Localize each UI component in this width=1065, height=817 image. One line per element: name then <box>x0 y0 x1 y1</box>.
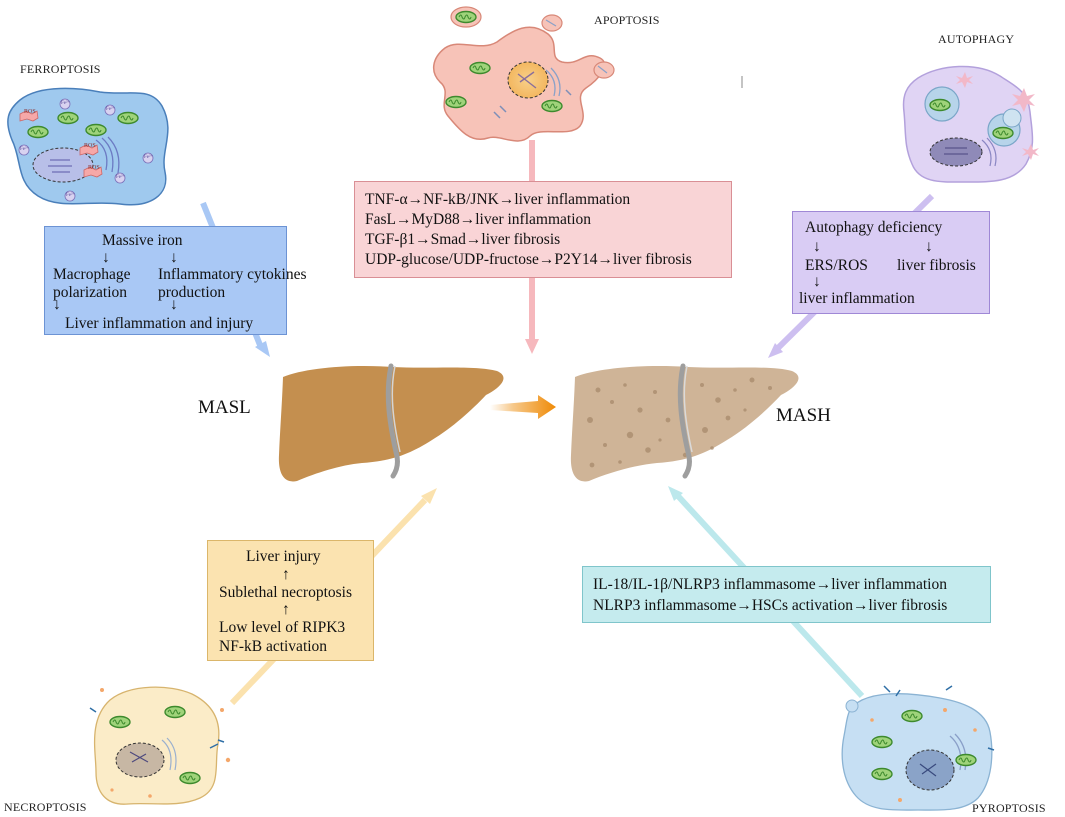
pyroptosis-line-1: IL-18/IL-1β/NLRP3 inflammasome→liver inf… <box>593 576 947 593</box>
fe-mark-5: Fe²⁺ <box>116 175 126 180</box>
liver-fibrosis-text: liver fibrosis <box>897 257 976 274</box>
nfkb-activation-text: NF-kB activation <box>219 638 328 655</box>
liver-injury-text: Liver injury <box>246 548 321 565</box>
arrow-up-2: ↑ <box>282 601 290 618</box>
masl-label: MASL <box>198 397 251 418</box>
ros-mark-3: ROS <box>88 165 100 171</box>
mash-label: MASH <box>776 405 831 426</box>
production-text: production <box>158 284 226 301</box>
arrow-down-3: ↓ <box>53 296 61 313</box>
mash-liver <box>570 363 799 482</box>
autophagy-box: Autophagy deficiency ↓ ↓ ERS/ROS liver f… <box>792 211 990 314</box>
massive-iron-text: Massive iron <box>102 232 183 249</box>
pyroptosis-cell <box>841 685 995 811</box>
autophagy-deficiency-text: Autophagy deficiency <box>805 219 943 236</box>
arrow-down-2: ↓ <box>170 249 178 266</box>
ferroptosis-box: Massive iron ↓ ↓ Macrophage polarization… <box>44 226 307 335</box>
apoptosis-line-4: UDP-glucose/UDP-fructose→P2Y14→liver fib… <box>365 251 692 268</box>
arrow-down-4: ↓ <box>170 296 178 313</box>
arrow-down-5: ↓ <box>813 238 821 255</box>
ripk3-text: Low level of RIPK3 <box>219 619 346 636</box>
pyroptosis-line-2: NLRP3 inflammasome→HSCs activation→liver… <box>593 597 948 614</box>
fe-mark-2: Fe²⁺ <box>106 107 116 112</box>
apoptosis-box: TNF-α→NF-kB/JNK→liver inflammation FasL→… <box>354 181 732 278</box>
progression-arrow <box>490 395 556 419</box>
fe-mark-6: Fe²⁺ <box>66 193 76 198</box>
arrow-down-7: ↓ <box>813 273 821 290</box>
apoptosis-label: APOPTOSIS <box>594 13 660 27</box>
ros-mark-1: ROS <box>24 109 36 115</box>
arrow-down-1: ↓ <box>102 249 110 266</box>
fe-mark-1: Fe²⁺ <box>61 101 71 106</box>
fe-mark-3: Fe²⁺ <box>144 155 154 160</box>
apoptosis-line-3: TGF-β1→Smad→liver fibrosis <box>365 231 561 248</box>
autophagy-cell <box>902 65 1039 183</box>
autophagy-label: AUTOPHAGY <box>938 32 1015 46</box>
ros-mark-2: ROS <box>84 143 96 149</box>
apoptosis-line-1: TNF-α→NF-kB/JNK→liver inflammation <box>365 191 631 208</box>
necroptosis-cell <box>89 686 231 805</box>
liver-inflammation-injury-text: Liver inflammation and injury <box>65 315 254 332</box>
ferroptosis-label: FERROPTOSIS <box>20 62 101 76</box>
pyroptosis-box: IL-18/IL-1β/NLRP3 inflammasome→liver inf… <box>582 566 991 623</box>
arrow-up-1: ↑ <box>282 566 290 583</box>
apoptosis-cell <box>433 6 743 142</box>
arrow-down-6: ↓ <box>925 238 933 255</box>
liver-inflammation-text: liver inflammation <box>799 290 915 307</box>
ferroptosis-cell <box>7 87 169 206</box>
masl-liver <box>278 363 504 482</box>
necroptosis-box: Liver injury ↑ Sublethal necroptosis ↑ L… <box>207 540 374 661</box>
polarization-text: polarization <box>53 284 128 301</box>
pyroptosis-label: PYROPTOSIS <box>972 801 1046 815</box>
necroptosis-label: NECROPTOSIS <box>4 800 87 814</box>
apoptosis-line-2: FasL→MyD88→liver inflammation <box>365 211 592 228</box>
sublethal-necroptosis-text: Sublethal necroptosis <box>219 584 353 601</box>
macrophage-text: Macrophage <box>53 266 131 283</box>
inflammatory-cytokines-text: Inflammatory cytokines <box>158 266 307 283</box>
ers-ros-text: ERS/ROS <box>805 257 868 274</box>
fe-mark-4: Fe²⁺ <box>20 147 30 152</box>
